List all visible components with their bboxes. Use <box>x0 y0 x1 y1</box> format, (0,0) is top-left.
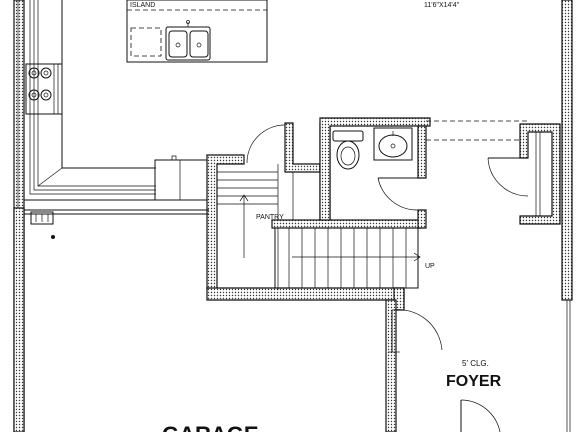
kitchen-island: ISLAND <box>126 0 268 63</box>
garage-label: GARAGE <box>162 422 259 432</box>
double-sink <box>165 20 211 61</box>
stair-up-arrow <box>292 252 421 262</box>
burner-icon <box>28 67 52 101</box>
closet-walls <box>519 123 561 225</box>
floor-drain-icon <box>51 235 55 239</box>
staircase <box>271 219 423 289</box>
closet-door[interactable] <box>487 157 529 197</box>
vanity-sink-icon <box>373 127 413 161</box>
room-dimension: 11'6"X14'4" <box>424 2 460 9</box>
electrical-panel <box>30 211 54 225</box>
island-label: ISLAND <box>130 2 155 9</box>
pantry-label: PANTRY <box>256 214 284 221</box>
refrigerator <box>154 155 208 201</box>
up-label: UP <box>425 263 435 270</box>
toilet-icon <box>332 130 364 170</box>
stove-range <box>25 63 63 115</box>
garage-house-wall <box>385 299 397 432</box>
kitchen-counter <box>23 0 210 201</box>
exterior-wall-right <box>561 0 573 432</box>
pantry-door[interactable] <box>246 123 286 164</box>
stair-treads <box>288 228 407 288</box>
powder-room-door[interactable] <box>377 177 419 211</box>
garage-entry-door[interactable] <box>388 309 443 353</box>
stair-down-arrow <box>239 194 249 258</box>
foyer-label: FOYER <box>446 373 502 390</box>
garage-wall <box>13 207 209 432</box>
closet-size-label: 5' CLG. <box>462 359 489 368</box>
powder-room-walls <box>319 117 431 229</box>
foyer-door[interactable] <box>460 399 501 432</box>
dishwasher <box>130 27 162 57</box>
